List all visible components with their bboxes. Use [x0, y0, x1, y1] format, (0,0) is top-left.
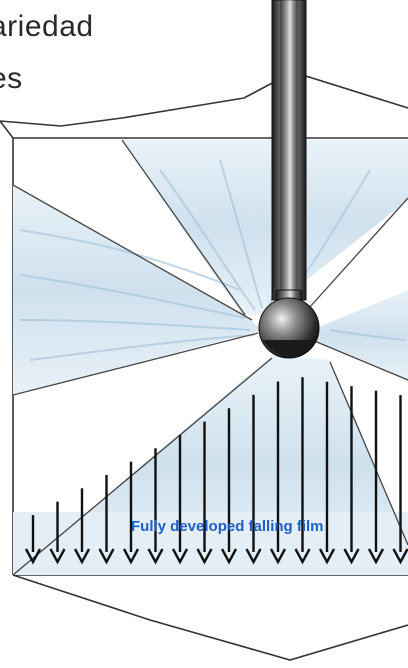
upper-spray-cone — [122, 140, 408, 315]
down-arrow-head-icon — [245, 548, 262, 565]
spray-pattern — [13, 139, 408, 575]
down-arrow-head-icon — [196, 548, 213, 565]
down-arrow-head-icon — [318, 548, 336, 565]
right-spray-cone — [300, 290, 408, 380]
film-label: Fully developed falling film — [131, 518, 324, 535]
down-arrow-group — [24, 377, 408, 565]
down-arrow-head-icon — [122, 548, 140, 565]
down-arrow-head-icon — [147, 548, 164, 565]
spray-cone-edges — [13, 139, 408, 575]
down-arrow-head-icon — [73, 548, 91, 565]
spray-nozzle-icon — [258, 0, 320, 359]
down-arrow-head-icon — [49, 548, 66, 565]
down-arrow-head-icon — [220, 548, 238, 565]
down-arrow-head-icon — [24, 548, 42, 565]
down-arrow-head-icon — [171, 548, 189, 565]
left-spray-cone — [13, 185, 262, 395]
down-arrow-head-icon — [392, 548, 408, 565]
down-arrow-head-icon — [294, 548, 311, 565]
down-arrow-head-icon — [269, 548, 287, 565]
intro-text-line-2: es — [0, 62, 23, 95]
down-arrow-head-icon — [367, 548, 385, 565]
down-arrow-head-icon — [343, 548, 360, 565]
down-arrow-head-icon — [98, 548, 115, 565]
intro-text-line-1: ariedad — [0, 10, 94, 43]
falling-film-band — [13, 512, 408, 575]
